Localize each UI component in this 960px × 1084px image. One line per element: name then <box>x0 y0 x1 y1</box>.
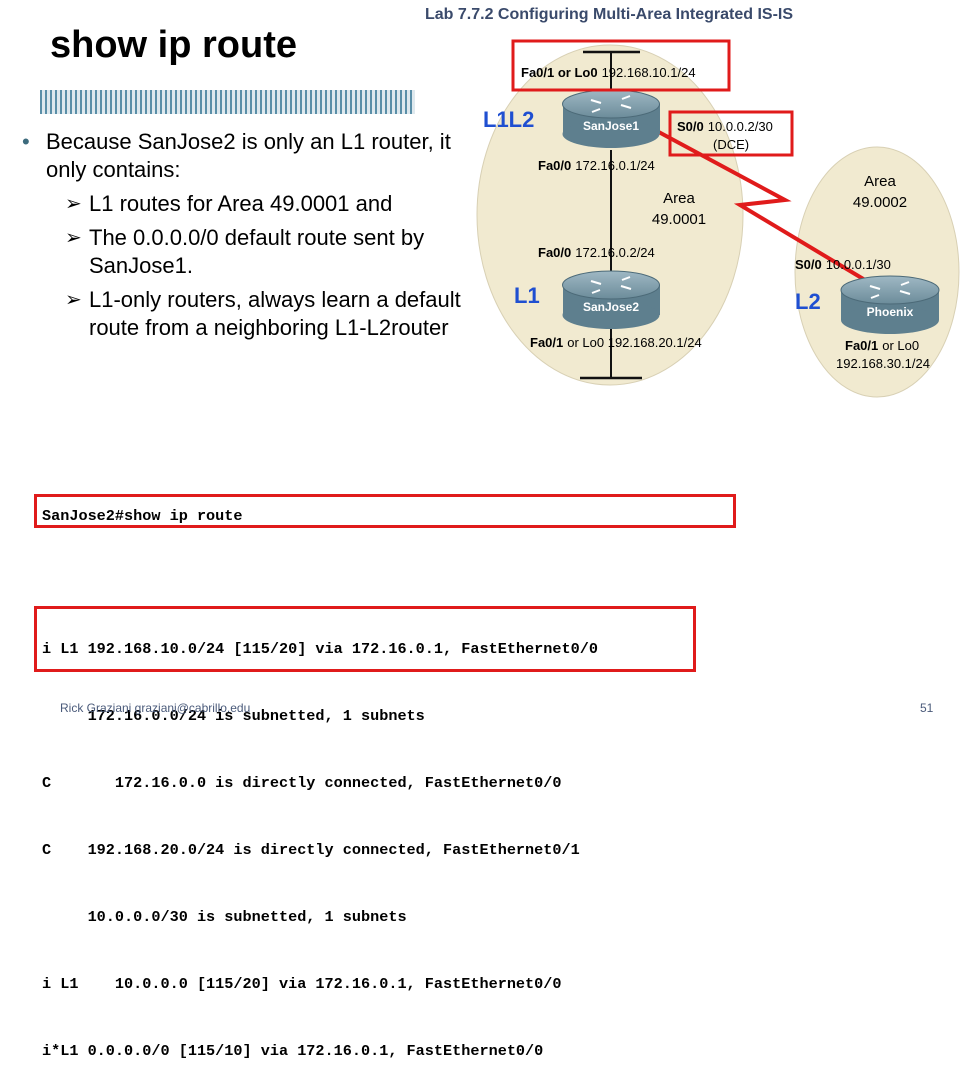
bullet-main: • Because SanJose2 is only an L1 router,… <box>22 128 477 184</box>
network-diagram: SanJose1 SanJose2 Phoenix L1L2 L1 L2 Fa0… <box>476 39 960 398</box>
page-number: 51 <box>920 701 934 715</box>
router-phoenix-name: Phoenix <box>867 305 914 319</box>
highlight-route-l1-192-168-10 <box>34 494 736 528</box>
area1-label: Area <box>663 190 695 207</box>
router-sanjose1-icon <box>562 89 660 148</box>
area-49-0002-region <box>794 146 960 398</box>
cli-line: 10.0.0.0/30 is subnetted, 1 subnets <box>42 907 407 926</box>
cli-line <box>42 571 598 593</box>
bullet-main-text: Because SanJose2 is only an L1 router, i… <box>46 129 451 182</box>
router-sanjose2-name: SanJose2 <box>583 300 639 314</box>
arrow-bullet-icon: ➢ <box>65 289 82 311</box>
area1-id: 49.0001 <box>652 211 706 228</box>
highlight-sanjose1-fa01 <box>511 39 731 92</box>
router-sanjose2-icon <box>562 270 660 329</box>
bullet-dot-icon: • <box>22 129 30 154</box>
slide-title: show ip route <box>50 24 297 66</box>
level-label-sanjose1: L1L2 <box>483 107 534 132</box>
highlight-routes-l1-default <box>34 606 696 672</box>
sanjose1-dce-label: (DCE) <box>713 137 749 152</box>
cli-line: C 172.16.0.0 is directly connected, Fast… <box>42 774 562 793</box>
cli-line: SanJose2#show ip route <box>42 506 243 525</box>
cli-line: C 192.168.20.0/24 is directly connected,… <box>42 841 580 860</box>
title-decoration-bar <box>40 90 415 114</box>
level-label-sanjose2: L1 <box>514 283 540 308</box>
sub-bullet-text: L1 routes for Area 49.0001 and <box>89 191 393 216</box>
arrow-bullet-icon: ➢ <box>65 193 82 215</box>
router-sanjose1-name: SanJose1 <box>583 119 639 133</box>
sub-bullet: ➢ L1 routes for Area 49.0001 and <box>22 190 477 218</box>
cli-line: i L1 192.168.10.0/24 [115/20] via 172.16… <box>42 640 598 659</box>
lab-title: Lab 7.7.2 Configuring Multi-Area Integra… <box>425 6 794 23</box>
router-phoenix-icon <box>840 275 940 334</box>
cli-line: i*L1 0.0.0.0/0 [115/10] via 172.16.0.1, … <box>42 1041 544 1060</box>
serial-link-lightning <box>654 128 867 282</box>
phoenix-fa01-ip: 192.168.30.1/24 <box>836 356 930 371</box>
area2-id: 49.0002 <box>853 194 907 211</box>
footer-author: Rick Graziani graziani@cabrillo.edu <box>60 701 251 715</box>
highlight-sanjose1-s00 <box>668 110 794 157</box>
level-label-phoenix: L2 <box>795 289 821 314</box>
sub-bullet: ➢ L1-only routers, always learn a defaul… <box>22 286 477 342</box>
sub-bullet-text: L1-only routers, always learn a default … <box>89 287 461 340</box>
cli-output: SanJose2#show ip route i L1 192.168.10.0… <box>42 460 598 1084</box>
arrow-bullet-icon: ➢ <box>65 227 82 249</box>
sub-bullet: ➢ The 0.0.0.0/0 default route sent by Sa… <box>22 224 477 280</box>
bullet-list: • Because SanJose2 is only an L1 router,… <box>22 128 477 348</box>
sub-bullet-text: The 0.0.0.0/0 default route sent by SanJ… <box>89 225 425 278</box>
cli-line: i L1 10.0.0.0 [115/20] via 172.16.0.1, F… <box>42 974 562 993</box>
area2-label: Area <box>864 173 896 190</box>
